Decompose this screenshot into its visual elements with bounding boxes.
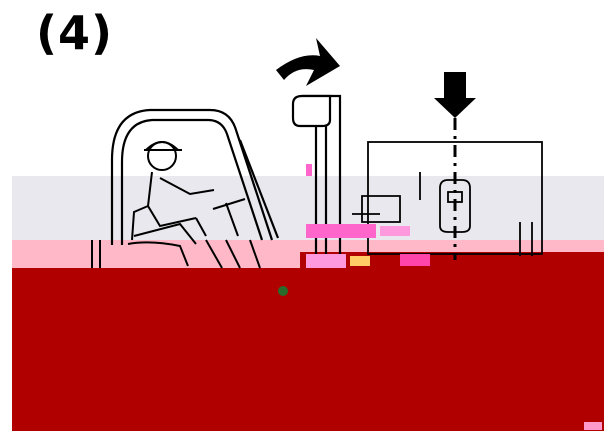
noise-artifacts bbox=[278, 164, 602, 430]
forklift-lower bbox=[91, 239, 261, 269]
red-block-right bbox=[300, 252, 604, 272]
step-label: (4) bbox=[36, 6, 114, 60]
operator-figure bbox=[131, 141, 215, 241]
rotate-arrow-icon bbox=[276, 38, 340, 86]
red-block-lower bbox=[12, 300, 604, 431]
down-arrow-icon bbox=[434, 72, 476, 118]
steering-and-seat bbox=[133, 198, 246, 245]
forklift-cab bbox=[110, 108, 280, 245]
